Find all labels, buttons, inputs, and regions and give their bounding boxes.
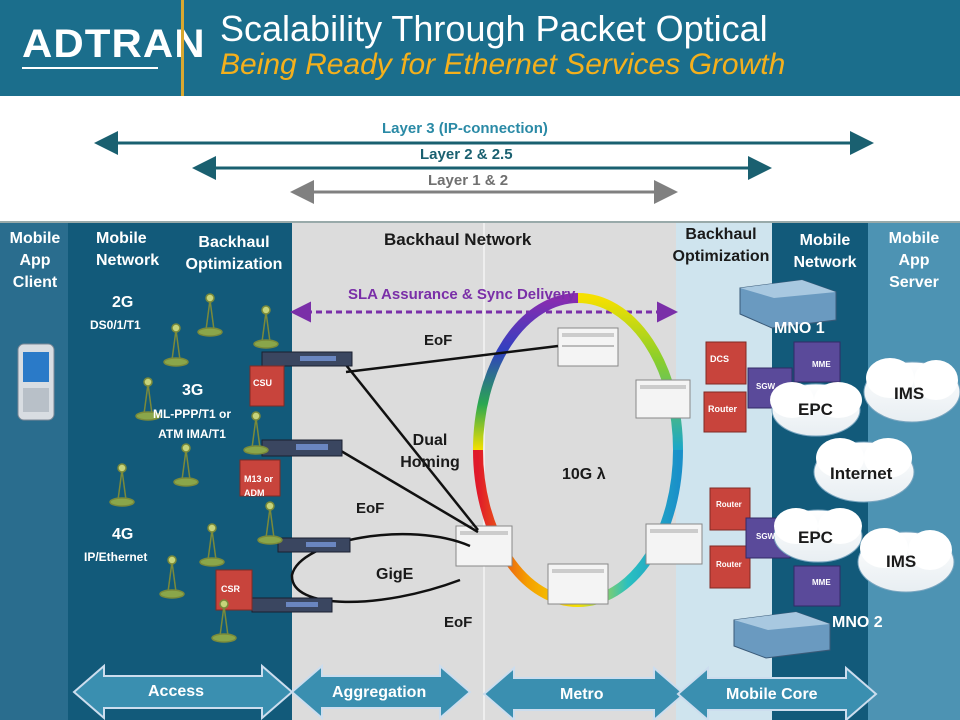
eof-label-mid: EoF xyxy=(356,500,385,517)
label-3g-sub: ML-PPP/T1 or ATM IMA/T1 xyxy=(152,407,231,441)
sgw-label-2: SGW xyxy=(756,532,776,541)
router-label-3: Router xyxy=(716,560,742,569)
aggregation-device-2 xyxy=(261,439,343,457)
ims-label-1: IMS xyxy=(894,384,925,403)
col-header-backhaul-opt-right: Backhaul Optimization xyxy=(672,226,770,265)
ring-node-bottom xyxy=(547,563,609,605)
eof-link-mid xyxy=(345,364,479,531)
epc-label-1: EPC xyxy=(798,400,833,419)
mobile-core-arrow xyxy=(676,665,878,720)
tower-icon xyxy=(135,377,161,421)
adtran-logo: ADTRAN xyxy=(22,22,206,66)
ring-node-right-lower xyxy=(645,523,703,565)
tower-icon xyxy=(173,443,199,487)
mobile-phone-icon xyxy=(17,343,55,421)
gige-loop xyxy=(290,532,471,604)
ring-node-left xyxy=(455,525,513,567)
csu-box xyxy=(249,365,285,407)
tower-icon xyxy=(159,555,185,599)
col-header-backhaul-network: Backhaul Network xyxy=(384,230,532,249)
label-2g-sub: DS0/1/T1 xyxy=(90,318,141,332)
sgw-label-1: SGW xyxy=(756,382,776,391)
logo-underline xyxy=(22,67,158,69)
col-header-mobile-network-left: Mobile Network xyxy=(96,230,160,269)
tower-icon xyxy=(197,293,223,337)
col-client xyxy=(0,222,68,720)
segment-aggregation: Aggregation xyxy=(332,684,427,701)
router-box-2 xyxy=(709,487,751,531)
label-4g-sub: IP/Ethernet xyxy=(84,550,148,564)
dual-homing-link xyxy=(335,446,479,534)
cloud-epc-1 xyxy=(770,382,862,437)
layer2-label: Layer 2 & 2.5 xyxy=(420,146,513,163)
label-4g: 4G xyxy=(112,526,134,543)
cloud-epc-2 xyxy=(773,508,863,563)
ring-label: 10G λ xyxy=(562,466,606,483)
mme-label-1: MME xyxy=(812,360,831,369)
tower-icon xyxy=(243,411,269,455)
dcs-label: DCS xyxy=(710,354,730,364)
col-header-mobile-app-server: Mobile App Server xyxy=(888,230,940,291)
building-icon xyxy=(739,279,837,329)
aggregation-arrow xyxy=(290,663,472,720)
aggregation-device-1 xyxy=(261,351,353,367)
mme-box-1 xyxy=(793,341,841,383)
header-divider xyxy=(181,0,184,96)
ring-node-top xyxy=(557,327,619,367)
ring-arc-left xyxy=(473,293,579,451)
layer1-label: Layer 1 & 2 xyxy=(428,172,509,189)
mno1-label: MNO 1 xyxy=(774,320,825,337)
dcs-box xyxy=(705,341,747,385)
router-label-2: Router xyxy=(716,500,742,509)
registered-mark: ® xyxy=(153,30,159,39)
tower-icon xyxy=(211,599,237,643)
col-header-backhaul-opt-left: Backhaul Optimization xyxy=(185,234,283,273)
page-title: Scalability Through Packet Optical xyxy=(220,8,768,49)
epc-label-2: EPC xyxy=(798,528,833,547)
router-box-3 xyxy=(709,545,751,589)
router-label-1: Router xyxy=(708,404,737,414)
logo-area: ADTRAN ® xyxy=(0,0,205,96)
ims-label-2: IMS xyxy=(886,552,917,571)
router-box-1 xyxy=(703,391,747,433)
tower-icon xyxy=(163,323,189,367)
tower-icon xyxy=(199,523,225,567)
eof-link-top xyxy=(345,344,559,374)
ring-node-right-upper xyxy=(635,379,691,419)
internet-label: Internet xyxy=(830,464,893,483)
cloud-ims-1 xyxy=(863,358,960,423)
sla-label: SLA Assurance & Sync Delivery xyxy=(348,286,576,303)
tower-icon xyxy=(257,501,283,545)
col-header-mobile-network-right: Mobile Network xyxy=(793,232,857,271)
eof-label-top: EoF xyxy=(424,332,453,349)
dual-homing-label: Dual Homing xyxy=(400,432,460,471)
cell-towers xyxy=(109,293,283,643)
gige-label: GigE xyxy=(376,566,414,583)
aggregation-device-3 xyxy=(277,537,351,553)
page-subtitle: Being Ready for Ethernet Services Growth xyxy=(220,48,786,81)
tower-icon xyxy=(109,463,135,507)
csr-label: CSR xyxy=(221,584,241,594)
label-2g: 2G xyxy=(112,294,134,311)
cloud-internet xyxy=(813,438,915,503)
layer3-label: Layer 3 (IP-connection) xyxy=(382,120,548,137)
mno2-label: MNO 2 xyxy=(832,614,883,631)
segment-mobile-core: Mobile Core xyxy=(726,686,818,703)
tower-icon xyxy=(253,305,279,349)
m13-label: M13 or ADM xyxy=(244,474,274,498)
aggregation-device-4 xyxy=(251,597,333,613)
mme-label-2: MME xyxy=(812,578,831,587)
segment-access: Access xyxy=(148,683,205,700)
cloud-ims-2 xyxy=(857,528,955,593)
col-header-mobile-app-client: Mobile App Client xyxy=(9,230,61,291)
eof-label-bottom: EoF xyxy=(444,614,473,631)
segment-metro: Metro xyxy=(560,686,604,703)
label-3g: 3G xyxy=(182,382,204,399)
building-icon xyxy=(733,611,831,659)
csu-label: CSU xyxy=(253,378,273,388)
m13-box xyxy=(239,459,281,497)
mme-box-2 xyxy=(793,565,841,607)
